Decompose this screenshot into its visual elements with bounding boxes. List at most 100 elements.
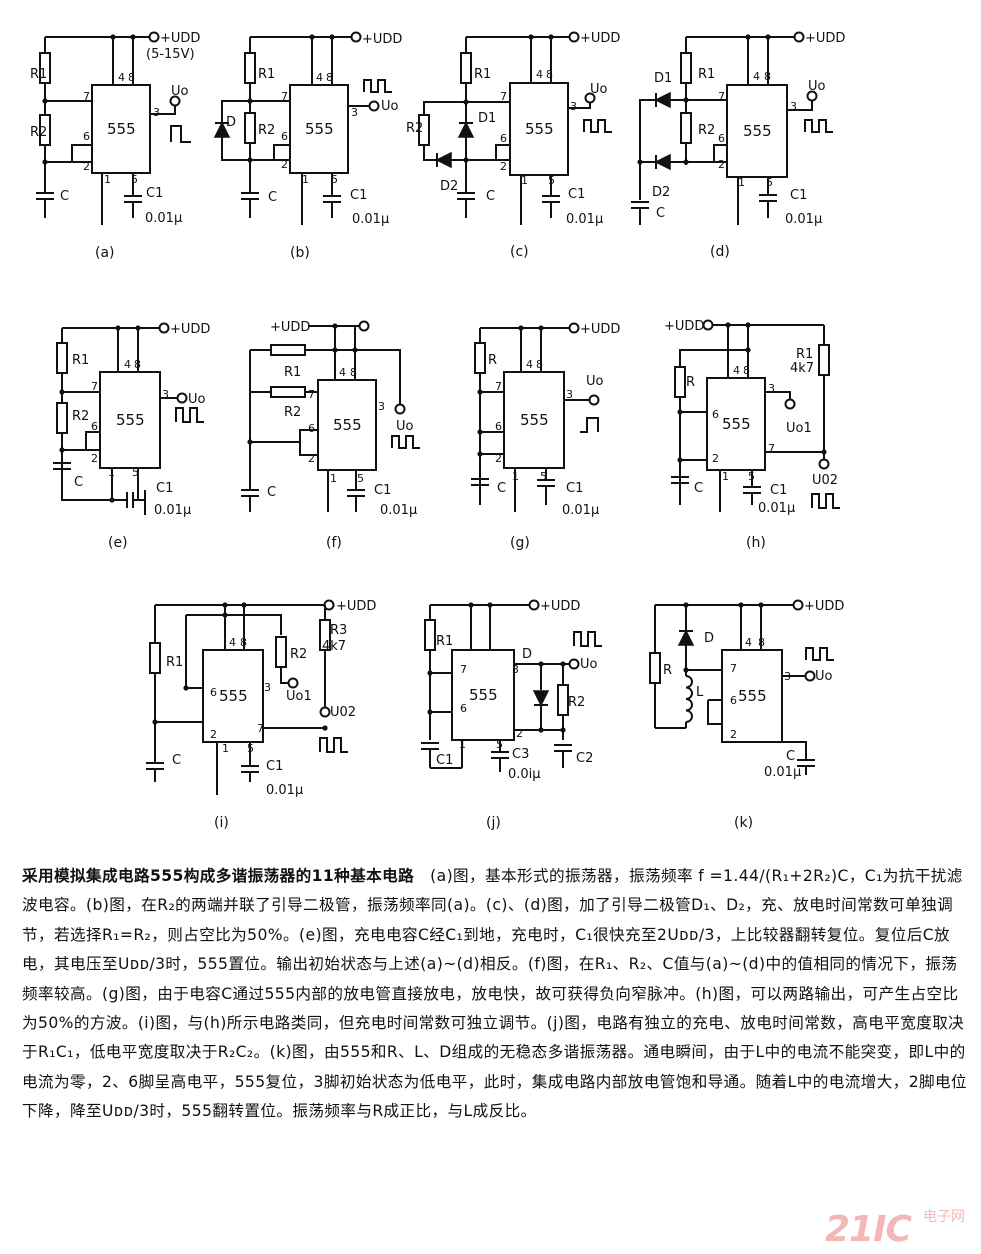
label: 8 — [326, 71, 333, 84]
terminal — [568, 658, 580, 670]
ic-555 — [726, 84, 788, 178]
label: C1 — [790, 188, 807, 203]
junction-dot — [322, 725, 328, 731]
label: 2 — [500, 160, 507, 173]
label: 7 — [257, 722, 264, 735]
label: (d) — [710, 244, 730, 260]
junction-dot — [42, 159, 48, 165]
resistor — [244, 112, 256, 144]
label: 5 — [496, 738, 503, 751]
junction-dot — [745, 322, 751, 328]
junction-dot — [560, 661, 566, 667]
ic-555-label: 555 — [520, 411, 549, 429]
label: R1 — [258, 67, 275, 82]
label: R1 — [72, 353, 89, 368]
wire — [707, 700, 722, 725]
label: D — [226, 115, 236, 130]
label: 6 — [91, 420, 98, 433]
terminal — [394, 403, 406, 415]
label: 7 — [83, 90, 90, 103]
junction-dot — [548, 34, 554, 40]
ic-555 — [509, 82, 569, 176]
wire — [580, 417, 599, 433]
label: U02 — [330, 705, 356, 720]
label: 3 — [378, 400, 385, 413]
wire — [466, 144, 510, 161]
diode — [532, 690, 550, 707]
waveform — [573, 631, 602, 647]
waveform — [363, 79, 392, 93]
junction-dot — [152, 719, 158, 725]
junction-dot — [683, 159, 689, 165]
label: C1 — [146, 186, 163, 201]
label: 0.01μ — [266, 783, 303, 798]
resistor — [275, 636, 287, 668]
junction-dot — [42, 98, 48, 104]
inductor — [685, 675, 693, 723]
label: 7 — [768, 442, 775, 455]
label: (a) — [95, 245, 115, 261]
resistor — [557, 684, 569, 716]
label: Uo — [396, 419, 414, 434]
terminal — [702, 319, 714, 331]
ic-555 — [451, 649, 515, 741]
label: 3 — [351, 106, 358, 119]
label: 0.01μ — [154, 503, 191, 518]
ic-555 — [317, 379, 377, 471]
label: 2 — [718, 158, 725, 171]
junction-dot — [538, 661, 544, 667]
label: R1 — [436, 634, 453, 649]
label: R1 — [284, 365, 301, 380]
resistor — [270, 386, 306, 398]
wire — [186, 614, 282, 635]
terminal — [784, 398, 796, 410]
label: 4 — [316, 71, 323, 84]
label: (c) — [510, 244, 529, 260]
label: 3 — [264, 681, 271, 694]
junction-dot — [115, 325, 121, 331]
label: D1 — [654, 71, 672, 86]
label: Uo — [171, 84, 189, 99]
label: 8 — [743, 364, 750, 377]
resistor — [149, 642, 161, 674]
waveform — [805, 647, 834, 661]
label: C — [74, 475, 83, 490]
terminal — [793, 31, 805, 43]
label: 7 — [730, 662, 737, 675]
waveform — [804, 119, 833, 133]
junction-dot — [135, 325, 141, 331]
label: 2 — [83, 160, 90, 173]
label: +UDD — [170, 322, 210, 337]
label: Uo1 — [786, 421, 812, 436]
junction-dot — [329, 34, 335, 40]
junction-dot — [130, 34, 136, 40]
ic-555-label: 555 — [525, 120, 554, 138]
label: 8 — [240, 636, 247, 649]
label: Uo — [590, 82, 608, 97]
label: 8 — [758, 636, 765, 649]
ic-555 — [721, 649, 783, 743]
label: 5 — [766, 176, 773, 189]
terminal — [158, 322, 170, 334]
junction-dot — [683, 602, 689, 608]
terminal — [358, 320, 370, 332]
ic-555-label: 555 — [722, 415, 751, 433]
label: 2 — [308, 452, 315, 465]
label: Uo — [815, 669, 833, 684]
label: 3 — [784, 670, 791, 683]
label: 6 — [308, 422, 315, 435]
label: 2 — [210, 728, 217, 741]
ic-555-label: 555 — [738, 687, 767, 705]
label: 1 — [104, 173, 111, 186]
junction-dot — [487, 602, 493, 608]
caption-body: (a)图，基本形式的振荡器，振荡频率 f =1.44/(R₁+2R₂)C，C₁为… — [22, 867, 967, 1121]
label: +UDD — [804, 599, 844, 614]
label: 0.01μ — [758, 501, 795, 516]
label: +UDD — [362, 32, 402, 47]
label: C — [60, 189, 69, 204]
label: 5 — [540, 470, 547, 483]
label: 7 — [281, 90, 288, 103]
